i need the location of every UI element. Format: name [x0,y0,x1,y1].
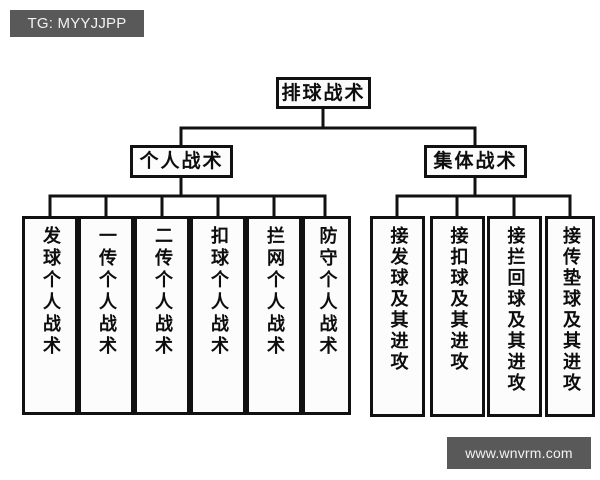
node-receive-serve-label: 接发球及其进攻 [387,226,409,373]
site-watermark-badge: www.wnvrm.com [447,437,591,469]
node-spike-individual[interactable]: 扣球个人战术 [190,216,246,415]
node-first-pass-individual-label: 一传个人战术 [96,226,117,358]
node-root[interactable]: 排球战术 [276,77,371,109]
node-block-individual[interactable]: 拦网个人战术 [246,216,302,415]
node-block-individual-label: 拦网个人战术 [264,226,285,358]
tg-watermark-badge: TG: MYYJJPP [10,10,144,37]
node-second-pass-individual[interactable]: 二传个人战术 [134,216,190,415]
node-receive-spike[interactable]: 接扣球及其进攻 [430,216,485,417]
node-team-tactics[interactable]: 集体战术 [424,145,527,178]
node-receive-pass-dig[interactable]: 接传垫球及其进攻 [545,216,595,417]
node-receive-spike-label: 接扣球及其进攻 [447,226,469,373]
node-receive-block-rebound[interactable]: 接拦回球及其进攻 [487,216,542,417]
node-team-tactics-label: 集体战术 [433,150,518,172]
site-watermark-text: www.wnvrm.com [465,445,573,461]
node-serve-individual[interactable]: 发球个人战术 [22,216,78,415]
tg-watermark-text: TG: MYYJJPP [27,15,127,32]
node-serve-individual-label: 发球个人战术 [40,226,61,358]
node-receive-serve[interactable]: 接发球及其进攻 [370,216,425,417]
node-second-pass-individual-label: 二传个人战术 [152,226,173,358]
node-receive-pass-dig-label: 接传垫球及其进攻 [560,226,581,394]
node-defense-individual[interactable]: 防守个人战术 [302,216,351,415]
node-individual-tactics-label: 个人战术 [139,150,224,172]
node-individual-tactics[interactable]: 个人战术 [130,145,233,178]
node-defense-individual-label: 防守个人战术 [316,226,338,358]
node-first-pass-individual[interactable]: 一传个人战术 [78,216,134,415]
node-root-label: 排球战术 [281,81,366,104]
node-receive-block-rebound-label: 接拦回球及其进攻 [504,226,526,394]
node-spike-individual-label: 扣球个人战术 [208,226,229,358]
